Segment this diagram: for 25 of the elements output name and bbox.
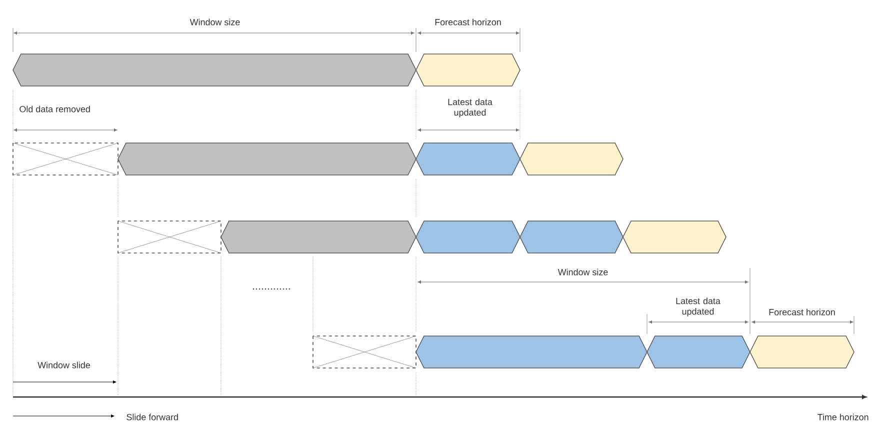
hexagon-bar	[118, 142, 416, 176]
dimension-label: Slide forward	[126, 414, 178, 420]
dimension-label: Latest data updated	[448, 98, 492, 118]
hexagon-bar	[416, 336, 648, 368]
hexagon-bar	[520, 142, 624, 176]
hexagon-bar	[416, 220, 520, 254]
crossed-out-box	[12, 142, 118, 176]
dimension-label: Latest data updated	[676, 298, 720, 316]
dimension-label: Time horizon	[818, 414, 868, 420]
dimension-label: Old data removed	[20, 106, 90, 112]
hexagon-bar	[646, 336, 750, 368]
hexagon-bar	[12, 54, 416, 86]
hexagon-bar	[750, 336, 854, 368]
dimension-label: Forecast horizon	[769, 308, 835, 316]
hexagon-bar	[622, 220, 726, 254]
hexagon-bar	[220, 220, 416, 254]
hexagon-bar	[416, 142, 520, 176]
crossed-out-box	[312, 336, 416, 368]
hexagon-bar	[416, 54, 520, 86]
crossed-out-box	[118, 220, 222, 254]
dimension-label: Window slide	[38, 362, 90, 368]
dimension-label: Window size	[190, 18, 240, 26]
hexagon-bar	[520, 220, 624, 254]
dimension-label: Window size	[558, 268, 608, 276]
dimension-label: Forecast horizon	[435, 18, 501, 26]
